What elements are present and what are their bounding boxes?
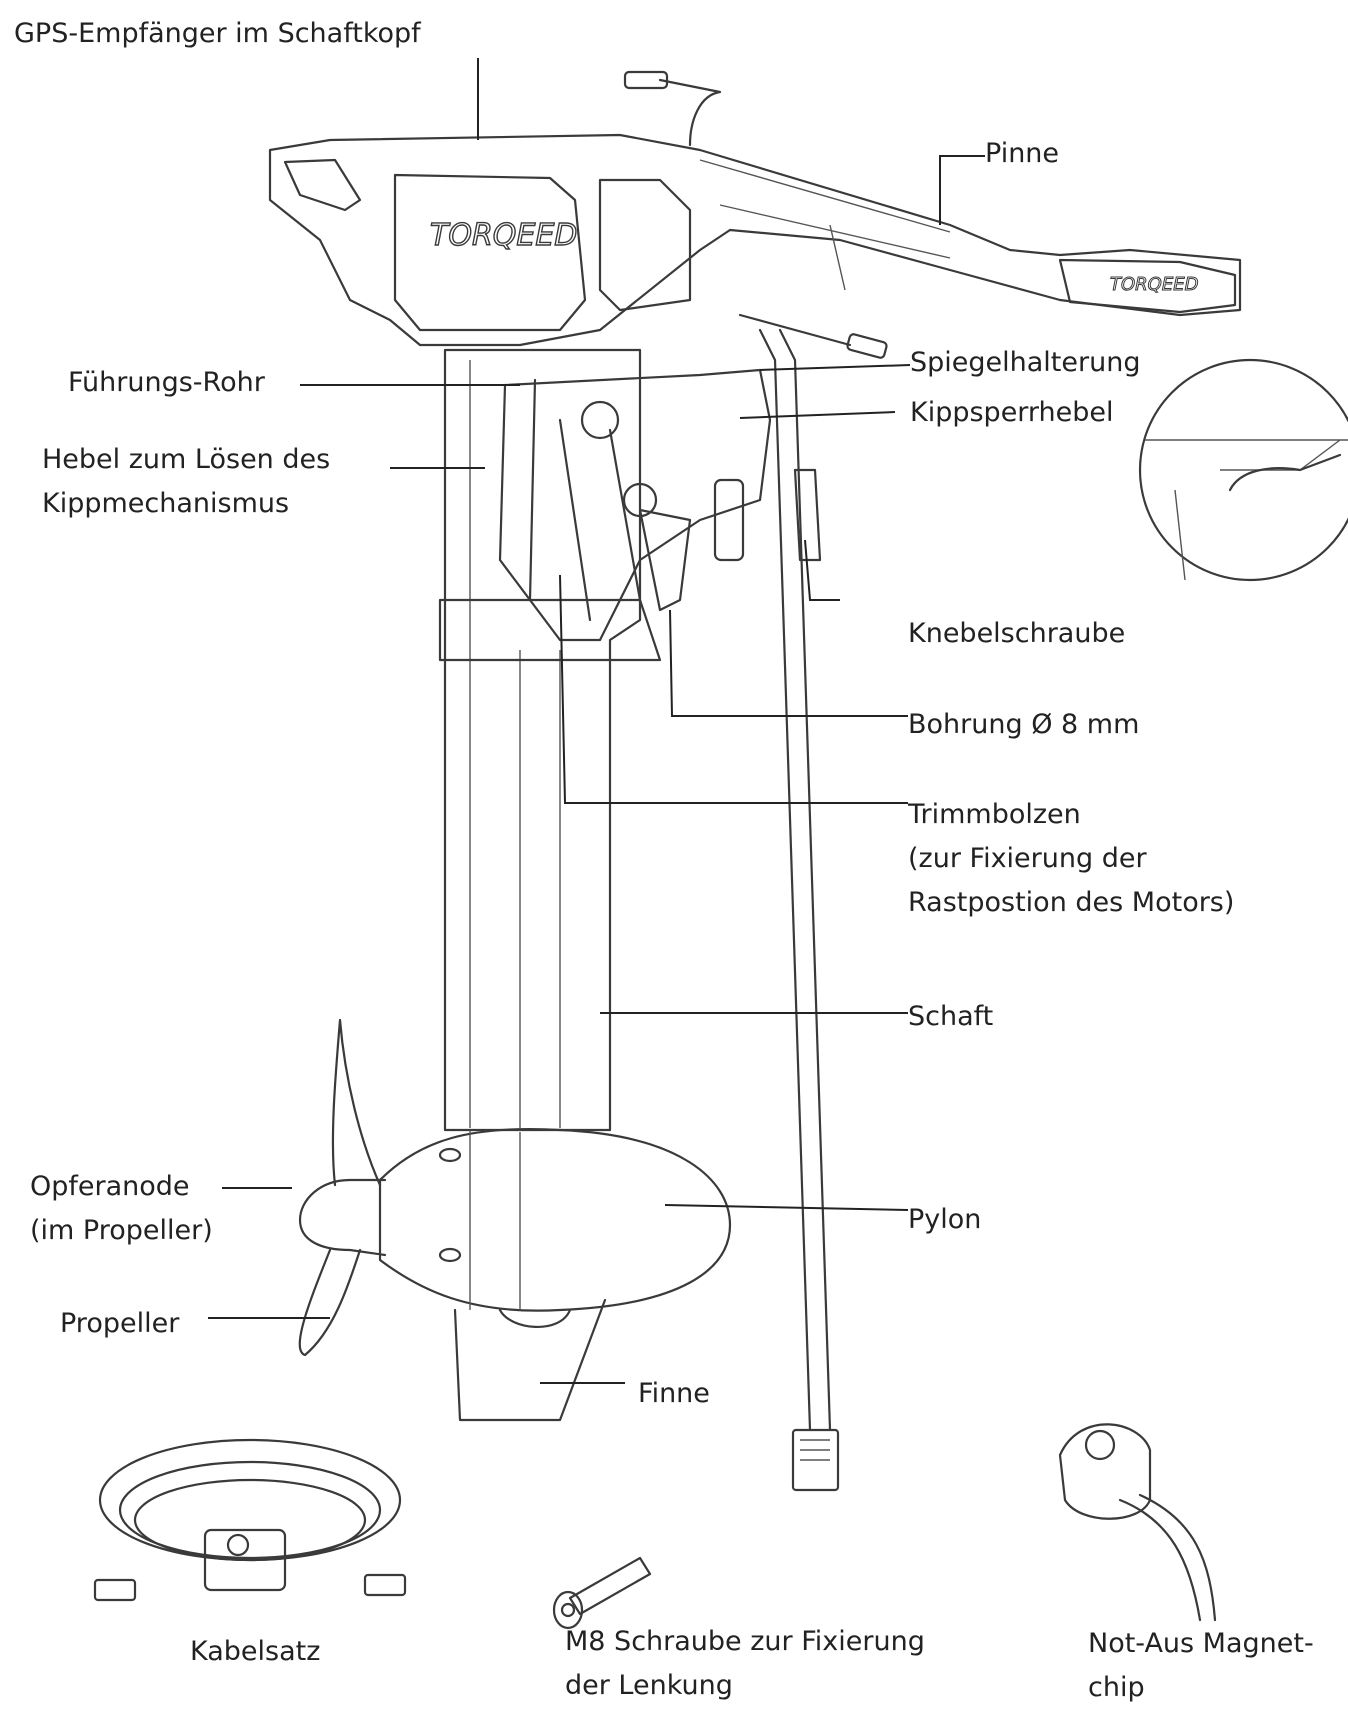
label-pinne: Pinne: [985, 138, 1060, 169]
label-gps: GPS-Empfänger im Schaftkopf: [14, 18, 421, 49]
label-opfer-line1: Opferanode: [30, 1171, 190, 1202]
label-notaus-line1: Not-Aus Magnet-: [1088, 1628, 1314, 1659]
label-hebel-line1: Hebel zum Lösen des: [42, 444, 331, 475]
label-notaus-line2: chip: [1088, 1672, 1145, 1703]
leader-lines: [208, 58, 985, 1384]
pylon-drawing: [298, 1018, 732, 1422]
label-spiegelhalterung: Spiegelhalterung: [910, 347, 1141, 378]
label-schaft: Schaft: [908, 1001, 994, 1032]
label-opferanode: Opferanode (im Propeller): [30, 1165, 213, 1253]
label-trimm-line3: Rastpostion des Motors): [908, 887, 1235, 918]
label-trimm-line1: Trimmbolzen: [908, 799, 1081, 830]
label-hebel-kippmechanismus: Hebel zum Lösen des Kippmechanismus: [42, 438, 330, 526]
kabelsatz-drawing: [93, 1438, 407, 1602]
label-propeller: Propeller: [60, 1308, 180, 1339]
svg-text:TORQEED: TORQEED: [1110, 274, 1198, 295]
label-opfer-line2: (im Propeller): [30, 1215, 213, 1246]
label-hebel-line2: Kippmechanismus: [42, 488, 290, 519]
label-m8-line1: M8 Schraube zur Fixierung: [565, 1626, 925, 1657]
notaus-chip-drawing: [1058, 1423, 1217, 1622]
label-fuehrungsrohr: Führungs-Rohr: [68, 367, 265, 398]
m8-screw-drawing: [552, 1556, 652, 1630]
motor-head-drawing: TORQEED TORQEED: [268, 70, 1242, 359]
label-m8-line2: der Lenkung: [565, 1670, 733, 1701]
label-bohrung: Bohrung Ø 8 mm: [908, 709, 1140, 740]
label-trimmbolzen: Trimmbolzen (zur Fixierung der Rastposti…: [908, 793, 1234, 925]
label-knebelschraube: Knebelschraube: [908, 618, 1126, 649]
clamp-drawing: [438, 328, 840, 1492]
label-finne: Finne: [638, 1378, 710, 1409]
label-pylon: Pylon: [908, 1204, 982, 1235]
label-kippsperrhebel: Kippsperrhebel: [910, 397, 1114, 428]
label-trimm-line2: (zur Fixierung der: [908, 843, 1147, 874]
label-kabelsatz: Kabelsatz: [190, 1636, 321, 1667]
svg-text:TORQEED: TORQEED: [430, 218, 577, 253]
tilt-lever-inset: [1138, 358, 1348, 582]
label-notaus: Not-Aus Magnet- chip: [1088, 1622, 1314, 1710]
label-m8-schraube: M8 Schraube zur Fixierung der Lenkung: [565, 1620, 925, 1708]
